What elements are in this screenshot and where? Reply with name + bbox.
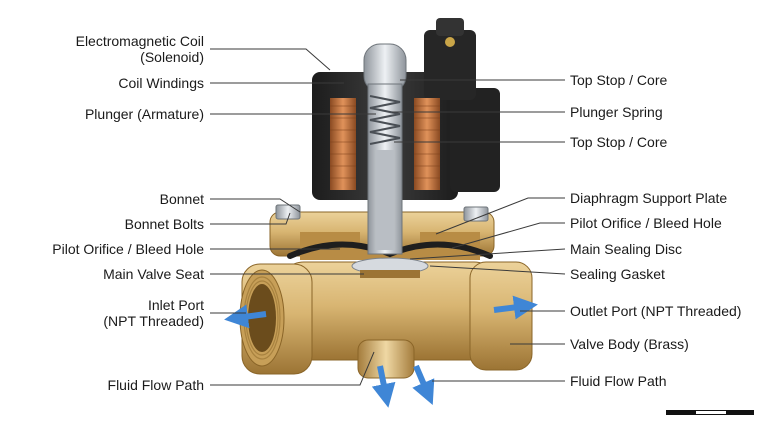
leader-bonnet-bolts	[210, 212, 291, 225]
label-pilot-orifice-right: Pilot Orifice / Bleed Hole	[570, 215, 722, 231]
label-plunger-spring: Plunger Spring	[570, 104, 663, 120]
leader-lines	[210, 48, 566, 386]
plunger-assembly-shape	[363, 43, 407, 255]
outlet-flow-arrow	[493, 295, 538, 320]
bottom-flow-arrow-right	[412, 364, 435, 406]
label-top-stop-core-1: Top Stop / Core	[570, 72, 668, 88]
label-top-stop-core-2: Top Stop / Core	[570, 134, 668, 150]
flow-arrows	[224, 295, 538, 408]
bottom-flow-arrow-left	[371, 365, 396, 408]
label-pilot-orifice-left: Pilot Orifice / Bleed Hole	[52, 241, 204, 257]
leader-electromagnetic-coil	[210, 48, 331, 71]
label-valve-body: Valve Body (Brass)	[570, 336, 689, 352]
leader-pilot-orifice-right	[451, 222, 565, 249]
label-fluid-flow-path-right: Fluid Flow Path	[570, 373, 667, 389]
leader-bonnet	[210, 198, 301, 213]
leader-fluid-flow-left	[210, 351, 375, 386]
label-electromagnetic-coil: Electromagnetic Coil (Solenoid)	[75, 33, 204, 65]
leader-diaphragm-support-plate	[435, 197, 565, 235]
leader-main-sealing-disc	[409, 248, 566, 260]
label-fluid-flow-path-left: Fluid Flow Path	[107, 377, 204, 393]
label-bonnet: Bonnet	[159, 191, 204, 207]
label-sealing-gasket: Sealing Gasket	[570, 266, 665, 282]
label-main-sealing-disc: Main Sealing Disc	[570, 241, 683, 257]
label-diaphragm-support-plate: Diaphragm Support Plate	[570, 190, 728, 206]
label-outlet-port: Outlet Port (NPT Threaded)	[570, 303, 742, 319]
label-bonnet-bolts: Bonnet Bolts	[124, 216, 204, 232]
inlet-flow-arrow	[224, 304, 267, 329]
leader-sealing-gasket	[429, 265, 566, 275]
scale-bar	[666, 410, 754, 415]
label-inlet-port: Inlet Port (NPT Threaded)	[103, 297, 204, 329]
label-coil-windings: Coil Windings	[118, 75, 204, 91]
solenoid-housing-shape	[312, 18, 500, 200]
label-plunger-armature: Plunger (Armature)	[84, 106, 204, 122]
label-main-valve-seat: Main Valve Seat	[103, 266, 204, 282]
